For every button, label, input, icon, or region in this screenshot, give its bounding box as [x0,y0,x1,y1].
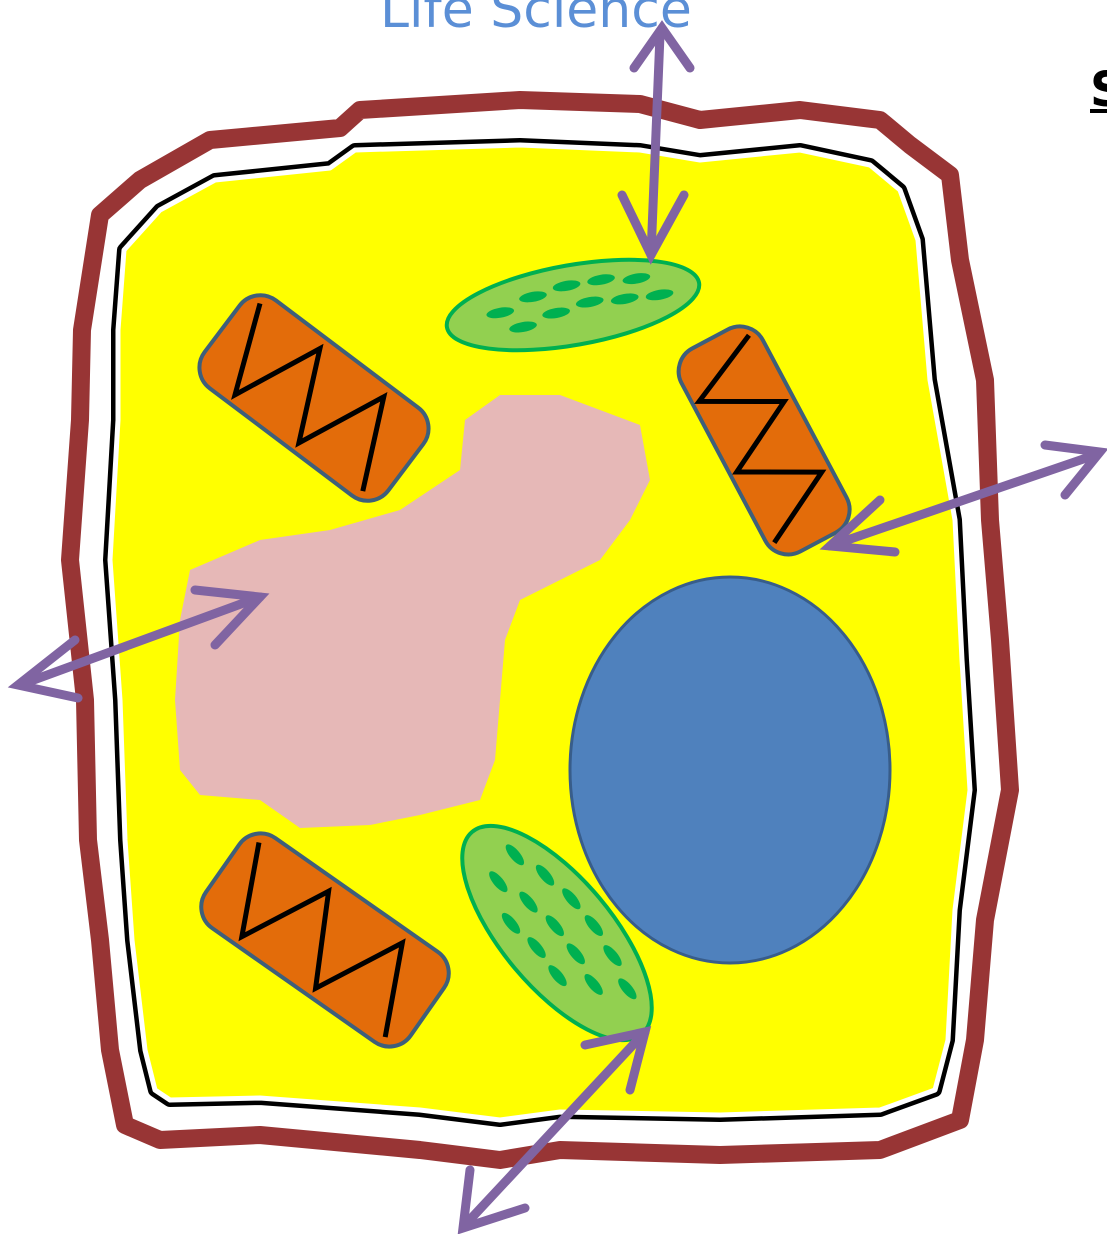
nucleus [570,577,890,963]
